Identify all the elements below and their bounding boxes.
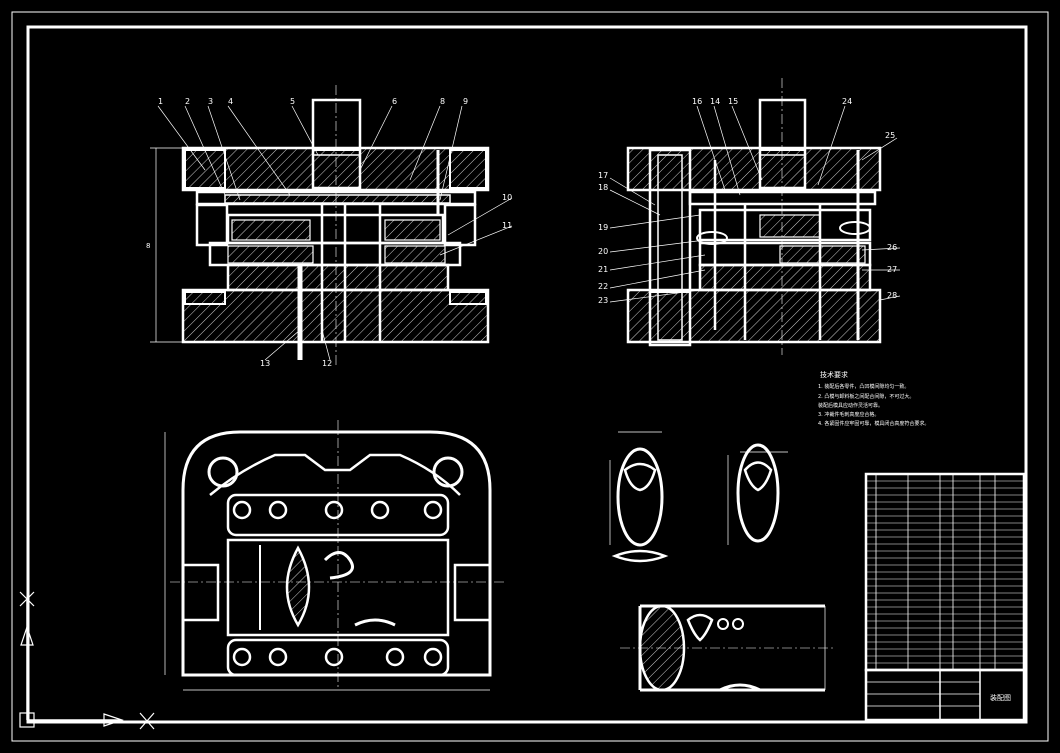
drawing-frame <box>11 11 1049 742</box>
balloon-side-27: 27 <box>887 265 897 274</box>
side-section-view: 16 14 15 24 25 17 18 19 20 21 22 23 26 2… <box>598 78 901 355</box>
parts-list-table <box>864 472 1026 672</box>
plan-screw-holes <box>232 500 443 667</box>
balloon-side-18: 18 <box>598 183 608 192</box>
tech-req-line-1: 1. 装配后各零件，凸凹模间隙均匀一致。 <box>818 383 909 390</box>
side-leader-lines <box>609 105 901 303</box>
technical-requirements: 技术要求 1. 装配后各零件，凸凹模间隙均匀一致。 2. 凸模与卸料板之间配合间… <box>818 370 929 427</box>
balloon-side-16: 16 <box>692 97 702 106</box>
balloon-front-12: 12 <box>322 359 332 368</box>
balloon-side-20: 20 <box>598 247 608 256</box>
tech-req-line-5: 4. 各紧固件应牢固可靠，模具闭合高度符合要求。 <box>818 420 929 427</box>
balloon-side-28: 28 <box>887 291 897 300</box>
title-block-drawing-name: 装配图 <box>990 693 1011 702</box>
balloon-front-3: 3 <box>208 97 213 106</box>
balloon-side-17: 17 <box>598 171 608 180</box>
balloon-side-19: 19 <box>598 223 608 232</box>
tech-req-line-4: 3. 冲裁件毛刺高度应合格。 <box>818 411 879 418</box>
balloon-side-14: 14 <box>710 97 720 106</box>
tech-req-line-2: 2. 凸模与卸料板之间配合间隙，不可过大。 <box>818 393 914 400</box>
balloon-front-6: 6 <box>392 97 397 106</box>
front-section-view: 8 1 2 3 4 5 6 8 9 10 11 12 13 <box>146 85 512 368</box>
balloon-side-26: 26 <box>887 243 897 252</box>
plan-view <box>164 420 505 691</box>
crosshair-icon <box>139 712 155 730</box>
tech-req-title: 技术要求 <box>820 370 848 379</box>
balloon-front-13: 13 <box>260 359 270 368</box>
balloon-front-11: 11 <box>502 221 512 230</box>
balloon-side-15: 15 <box>728 97 738 106</box>
balloon-front-10: 10 <box>502 193 512 202</box>
balloon-front-9: 9 <box>463 97 468 106</box>
tech-req-line-3: 装配后模具应动作灵活可靠。 <box>818 402 883 409</box>
balloon-front-2: 2 <box>185 97 190 106</box>
front-leader-lines <box>157 105 513 361</box>
balloon-side-21: 21 <box>598 265 608 274</box>
balloon-side-25: 25 <box>885 131 895 140</box>
balloon-side-23: 23 <box>598 296 608 305</box>
front-height-dimension: 8 <box>146 242 150 250</box>
balloon-front-4: 4 <box>228 97 233 106</box>
balloon-front-1: 1 <box>158 97 163 106</box>
title-block: 装配图 <box>864 668 1026 722</box>
ucs-icon <box>19 591 124 728</box>
balloon-side-24: 24 <box>842 97 852 106</box>
part-detail-views <box>609 431 835 692</box>
balloon-front-8: 8 <box>440 97 445 106</box>
balloon-side-22: 22 <box>598 282 608 291</box>
balloon-front-5: 5 <box>290 97 295 106</box>
